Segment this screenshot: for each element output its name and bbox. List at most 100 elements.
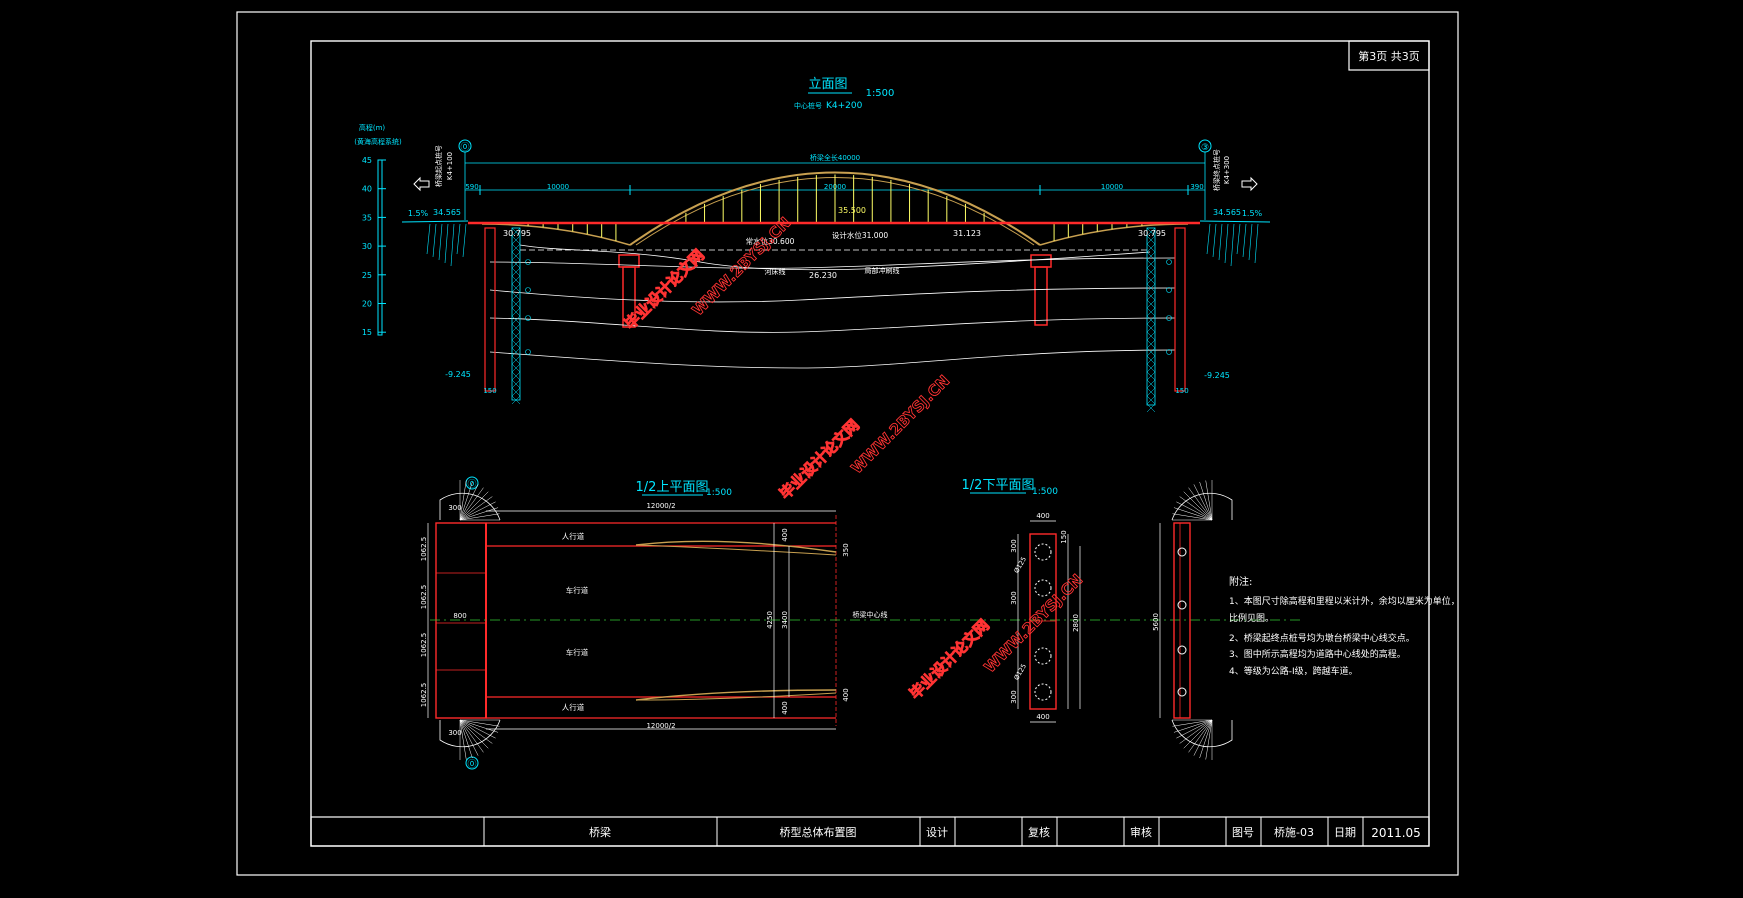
plan-total-width: 4250 xyxy=(766,611,774,629)
riverbed-line xyxy=(519,244,1151,271)
cone-hatch-line xyxy=(1199,481,1213,521)
approach-road-left xyxy=(401,220,469,223)
tb-drawing: 桥型总体布置图 xyxy=(780,825,857,839)
plan-marker-bottom-label: ⓪ xyxy=(467,759,476,770)
underside-title: 1/2下平面图 xyxy=(962,478,1035,493)
arch-rib-outer xyxy=(629,171,1041,246)
soil-line-4 xyxy=(489,349,1176,369)
elevation-scale: 1:500 xyxy=(866,88,895,99)
cone-hatch-line xyxy=(459,719,473,759)
right-cone-hatch xyxy=(1172,480,1213,760)
side-arch-right xyxy=(1039,223,1189,246)
road-level-right: 34.565 xyxy=(1213,208,1241,217)
borehole-hatch xyxy=(1146,339,1156,349)
plan-end-bottom: 400 xyxy=(781,701,789,714)
plan-title: 1/2上平面图 xyxy=(636,480,709,495)
cone-hatch-line xyxy=(459,496,493,521)
elevation-title: 立面图 xyxy=(808,77,847,92)
right-bank-level: 30.795 xyxy=(1138,229,1166,238)
plan-abutment xyxy=(435,522,487,719)
cone-hatch-line xyxy=(1188,719,1213,753)
note-3: 3、图中所示高程均为道路中心线处的高程。 xyxy=(1229,648,1406,660)
plan-top-dim: 12000/2 xyxy=(646,502,675,510)
borehole-hatch xyxy=(1146,283,1156,293)
borehole-hatch xyxy=(1146,315,1156,325)
borehole-layer-mark xyxy=(525,315,531,321)
notes-title: 附注: xyxy=(1229,575,1252,588)
elevation-view: 立面图 1:500 中心桩号 K4+200 高程(m) (黄海高程系统) 454… xyxy=(354,77,1271,413)
pile-circle-3 xyxy=(1034,647,1052,665)
borehole-right xyxy=(1146,227,1172,413)
borehole-layer-mark xyxy=(1166,315,1172,321)
approach-road-right xyxy=(1199,220,1271,223)
cone-hatch-line xyxy=(1199,719,1213,759)
plan-rail-bottom: 400 xyxy=(842,688,850,701)
hatch-line xyxy=(432,223,437,258)
underside-r1: Ø125 xyxy=(1012,555,1028,574)
right-pile-4 xyxy=(1177,687,1187,697)
pier-marker-left-label: ⓪ xyxy=(460,142,469,153)
borehole-hatch xyxy=(511,363,521,373)
cone-hatch-line xyxy=(459,719,499,733)
left-end-dim: 590 xyxy=(465,183,478,191)
underside-dim-a: 300 xyxy=(1010,539,1018,552)
cone-hatch-line xyxy=(459,501,496,521)
ruler-tick-label: 25 xyxy=(362,271,372,280)
abutment-right xyxy=(1174,227,1186,392)
plan-arch-bottom-2 xyxy=(635,692,837,701)
plan-left-width: 800 xyxy=(453,612,466,620)
cone-hatch-line xyxy=(459,480,467,521)
note-1: 1、本图尺寸除高程和里程以米计外，余均以厘米为单位， xyxy=(1229,595,1460,607)
note-1b: 比例见图。 xyxy=(1229,612,1274,624)
cone-hatch-line xyxy=(459,719,496,739)
borehole-hatch xyxy=(1146,371,1156,381)
borehole-layer-mark xyxy=(1166,259,1172,265)
grade-left: 1.5% xyxy=(408,209,429,218)
pier-cap-right xyxy=(1030,254,1052,268)
borehole-frame xyxy=(1146,227,1156,406)
borehole-hatch xyxy=(1146,299,1156,309)
underside-dim-c: 300 xyxy=(1010,591,1018,604)
borehole-hatch xyxy=(511,339,521,349)
crown-level: 35.500 xyxy=(838,206,866,215)
pier-plan xyxy=(1029,533,1057,710)
borehole-hatch xyxy=(1146,275,1156,285)
hatch-line xyxy=(450,223,455,267)
borehole-hatch xyxy=(1146,267,1156,277)
borehole-hatch xyxy=(511,307,521,317)
plan-arch-top-2 xyxy=(635,544,837,556)
right-abutment-plan xyxy=(1173,522,1191,719)
pile-width-left: 150 xyxy=(483,387,496,395)
grade-right: 1.5% xyxy=(1242,209,1263,218)
ruler-tick-label: 45 xyxy=(362,156,372,165)
borehole-hatch xyxy=(511,275,521,285)
cone-hatch-line xyxy=(1173,507,1213,521)
riverbed-level: 26.230 xyxy=(809,271,837,280)
hatch-line xyxy=(1224,223,1229,264)
cone-hatch-line xyxy=(459,491,489,521)
pile-circle-2 xyxy=(1034,579,1052,597)
plan-rail-top: 350 xyxy=(842,543,850,556)
borehole-hatch xyxy=(511,331,521,341)
borehole-hatch xyxy=(511,323,521,333)
pier-top-level: 31.123 xyxy=(953,229,981,238)
borehole-hatch xyxy=(511,251,521,261)
tb-no-label: 图号 xyxy=(1232,826,1254,839)
cone-hatch-line xyxy=(459,507,499,521)
borehole-hatch xyxy=(511,387,521,397)
riverbed-label: 河床线 xyxy=(765,267,786,276)
borehole-hatch xyxy=(511,315,521,325)
borehole-hatch xyxy=(1146,243,1156,253)
abutment-left xyxy=(484,227,496,392)
underside-view: 1/2下平面图 1:500 400 400 300 300 300 Ø125 Ø… xyxy=(962,478,1233,760)
borehole-hatch xyxy=(1146,235,1156,245)
borehole-hatch xyxy=(511,235,521,245)
note-4: 4、等级为公路-Ⅰ级，跨越车道。 xyxy=(1229,665,1358,677)
hatch-line xyxy=(426,223,431,255)
tb-review-label: 审核 xyxy=(1130,825,1152,839)
plan-arch-bottom xyxy=(635,689,837,701)
ground-hatch-left xyxy=(426,223,467,267)
ruler-tick-label: 40 xyxy=(362,185,372,194)
borehole-hatch xyxy=(511,227,521,237)
right-end-dim: 390 xyxy=(1190,183,1203,191)
